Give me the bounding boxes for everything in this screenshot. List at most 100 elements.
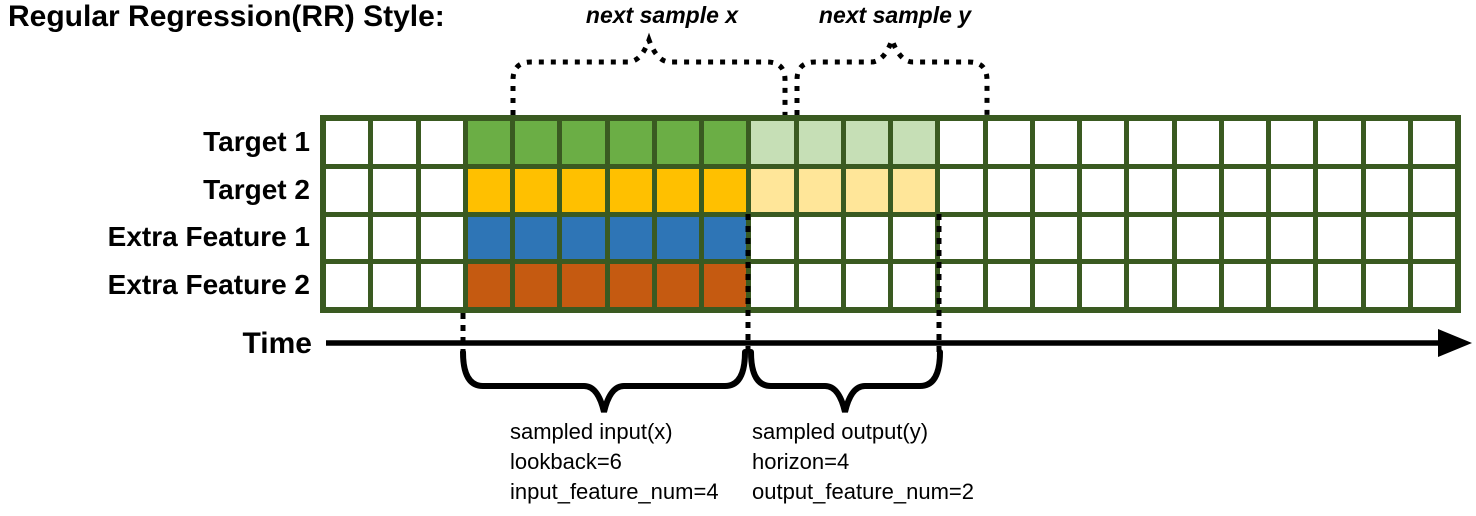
grid-cell: [845, 264, 888, 307]
row-label-extra-feature-1: Extra Feature 1: [107, 221, 310, 252]
grid-cell: [798, 216, 841, 260]
sampled-input-note: sampled input(x) lookback=6 input_featur…: [510, 417, 719, 507]
grid-cell: [1082, 264, 1125, 307]
grid-cell: [420, 264, 463, 307]
grid-cell: [987, 216, 1030, 260]
grid-cell: [326, 121, 369, 164]
grid-cell: [1365, 168, 1408, 212]
grid-cell: [562, 168, 605, 212]
grid-cell: [326, 264, 369, 307]
grid-cell: [940, 216, 983, 260]
grid-cell: [987, 264, 1030, 307]
grid-cell: [1223, 168, 1266, 212]
grid-cell: [326, 168, 369, 212]
grid-cell: [373, 168, 416, 212]
grid-cell: [1412, 121, 1455, 164]
sampled-output-title: sampled output(y): [752, 419, 929, 444]
grid-cell: [751, 264, 794, 307]
grid-cell: [1223, 264, 1266, 307]
sampled-input-title: sampled input(x): [510, 419, 673, 444]
grid-cell: [373, 216, 416, 260]
sampled-input-brace: [460, 349, 748, 413]
grid-cell: [1129, 168, 1172, 212]
grid-cell: [515, 264, 558, 307]
grid-cell: [893, 168, 936, 212]
grid-cell: [704, 264, 747, 307]
grid-cell: [1176, 168, 1219, 212]
grid-cell: [467, 264, 510, 307]
grid-cell: [656, 264, 699, 307]
grid-cell: [704, 121, 747, 164]
horizon-value: horizon=4: [752, 449, 850, 474]
grid-cell: [893, 121, 936, 164]
grid-cell: [940, 168, 983, 212]
grid-cell: [515, 121, 558, 164]
grid-cell: [1365, 216, 1408, 260]
grid-cell: [1271, 121, 1314, 164]
grid-cell: [609, 168, 652, 212]
grid-cell: [1223, 216, 1266, 260]
grid-cell: [609, 121, 652, 164]
grid-cell: [656, 216, 699, 260]
grid-cell: [845, 168, 888, 212]
grid-cell: [562, 264, 605, 307]
diagram-title: Regular Regression(RR) Style:: [8, 0, 445, 33]
grid-cell: [1223, 121, 1266, 164]
data-grid: [320, 115, 1461, 313]
grid-cell: [704, 168, 747, 212]
time-axis-arrowhead: [1438, 329, 1472, 357]
grid-cell: [987, 168, 1030, 212]
grid-cell: [1129, 264, 1172, 307]
grid-cell: [798, 121, 841, 164]
sampled-output-note: sampled output(y) horizon=4 output_featu…: [752, 417, 974, 507]
grid-cell: [656, 121, 699, 164]
grid-cell: [751, 168, 794, 212]
grid-cell: [515, 168, 558, 212]
grid-cell: [1412, 168, 1455, 212]
grid-cell: [1082, 121, 1125, 164]
next-sample-x-brace: [510, 32, 788, 115]
grid-cell: [1365, 121, 1408, 164]
grid-cell: [845, 216, 888, 260]
grid-cell: [1034, 216, 1077, 260]
grid-cell: [1318, 264, 1361, 307]
grid-cell: [1129, 216, 1172, 260]
grid-cell: [1271, 264, 1314, 307]
grid-cell: [609, 264, 652, 307]
next-sample-y-brace: [794, 32, 990, 115]
input-feature-num-value: input_feature_num=4: [510, 479, 719, 504]
grid-cell: [1034, 121, 1077, 164]
grid-cell: [1412, 264, 1455, 307]
grid-cell: [987, 121, 1030, 164]
grid-cell: [704, 216, 747, 260]
grid-cell: [1318, 216, 1361, 260]
grid-cell: [562, 216, 605, 260]
grid-cell: [1129, 121, 1172, 164]
output-feature-num-value: output_feature_num=2: [752, 479, 975, 504]
grid-cell: [373, 264, 416, 307]
row-label-extra-feature-2: Extra Feature 2: [107, 269, 310, 300]
grid-cell: [562, 121, 605, 164]
lookback-value: lookback=6: [510, 449, 622, 474]
grid-cell: [373, 121, 416, 164]
grid-cell: [940, 264, 983, 307]
grid-cell: [1271, 168, 1314, 212]
grid-cell: [751, 216, 794, 260]
grid-cell: [515, 216, 558, 260]
grid-cell: [940, 121, 983, 164]
time-axis-label: Time: [242, 327, 312, 360]
grid-cell: [467, 121, 510, 164]
grid-cell: [467, 168, 510, 212]
grid-cell: [326, 216, 369, 260]
grid-cell: [893, 264, 936, 307]
grid-cell: [1271, 216, 1314, 260]
grid-cell: [656, 168, 699, 212]
grid-cell: [1176, 216, 1219, 260]
grid-cell: [467, 216, 510, 260]
grid-cell: [1082, 216, 1125, 260]
grid-cell: [420, 168, 463, 212]
sampled-output-brace: [748, 349, 943, 413]
grid-cell: [609, 216, 652, 260]
grid-cell: [1034, 264, 1077, 307]
grid-cell: [798, 168, 841, 212]
